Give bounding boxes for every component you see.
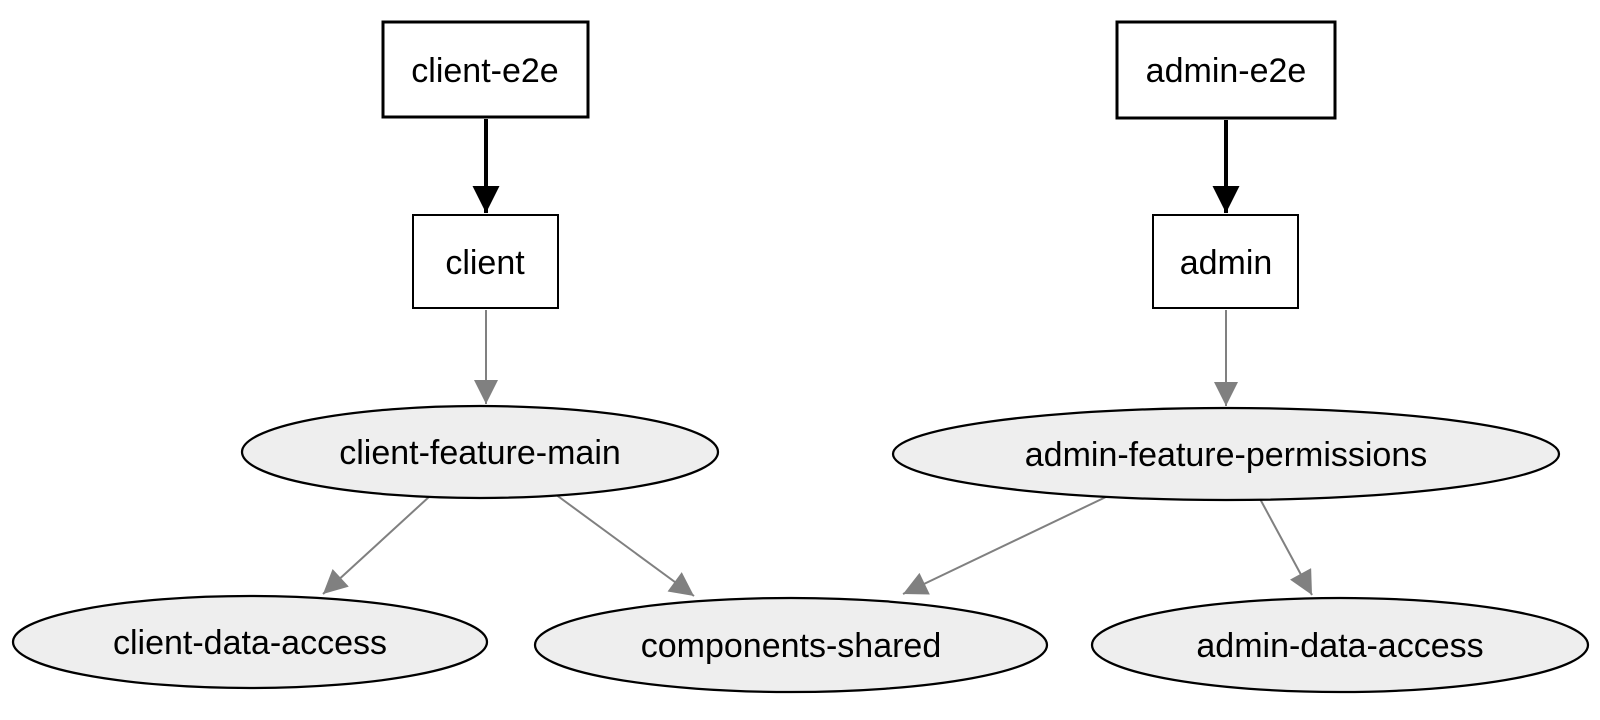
edge-admin-feature-permissions-to-admin-data-access	[1258, 496, 1313, 596]
node-client-feature-main[interactable]: client-feature-main	[240, 404, 720, 500]
node-admin-data-access-ellipse[interactable]	[1090, 596, 1590, 694]
node-admin-feature-permissions[interactable]: admin-feature-permissions	[891, 406, 1561, 502]
node-admin-data-access-label: admin-data-access	[1196, 627, 1483, 665]
node-admin-e2e-box[interactable]	[1115, 20, 1337, 120]
node-components-shared-ellipse[interactable]	[533, 596, 1049, 694]
node-admin-e2e[interactable]: admin-e2e	[1115, 20, 1337, 120]
node-client-data-access-label: client-data-access	[113, 624, 387, 662]
node-components-shared-label: components-shared	[641, 627, 942, 665]
node-client-e2e-label: client-e2e	[411, 52, 558, 90]
node-admin-label: admin	[1180, 244, 1273, 282]
node-admin-feature-permissions-ellipse[interactable]	[891, 406, 1561, 502]
node-components-shared[interactable]: components-shared	[533, 596, 1049, 694]
nodes-layer: client-e2e client admin-e2e admin client…	[11, 20, 1590, 694]
edge-client-feature-main-to-components-shared	[554, 493, 695, 597]
node-client[interactable]: client	[412, 214, 559, 309]
node-client-label: client	[445, 244, 525, 282]
node-admin-e2e-label: admin-e2e	[1146, 52, 1307, 90]
node-admin-box[interactable]	[1152, 214, 1299, 309]
node-client-box[interactable]	[412, 214, 559, 309]
node-client-data-access-ellipse[interactable]	[11, 594, 489, 690]
edges-layer	[322, 119, 1313, 597]
node-client-data-access[interactable]: client-data-access	[11, 594, 489, 690]
node-admin[interactable]: admin	[1152, 214, 1299, 309]
node-client-e2e-box[interactable]	[381, 20, 590, 119]
node-client-feature-main-ellipse[interactable]	[240, 404, 720, 500]
node-admin-feature-permissions-label: admin-feature-permissions	[1025, 436, 1428, 474]
edge-client-feature-main-to-client-data-access	[322, 495, 431, 595]
node-client-feature-main-label: client-feature-main	[339, 434, 621, 472]
node-client-e2e[interactable]: client-e2e	[381, 20, 590, 119]
node-admin-data-access[interactable]: admin-data-access	[1090, 596, 1590, 694]
edge-admin-feature-permissions-to-components-shared	[902, 495, 1109, 595]
